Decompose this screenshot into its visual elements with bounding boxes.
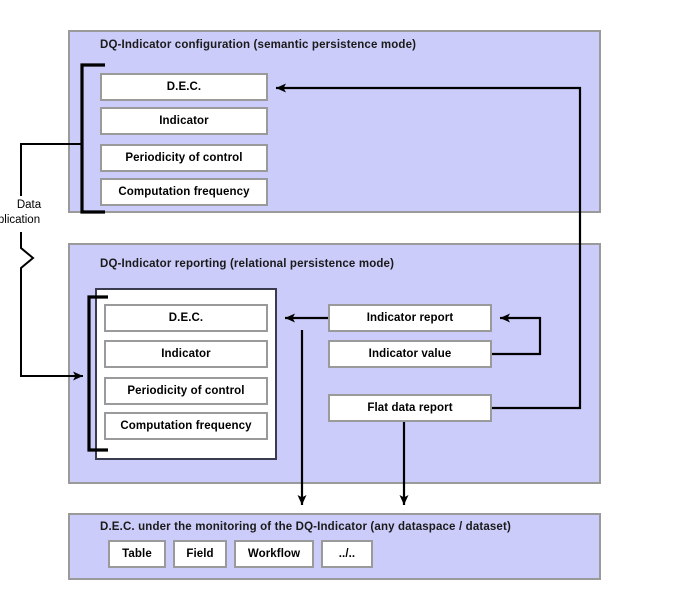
monitoring-node-table[interactable]: Table (108, 540, 166, 568)
monitoring-node-other[interactable]: ../.. (321, 540, 373, 568)
reporting-node-periodicity[interactable]: Periodicity of control (104, 377, 268, 405)
panel-monitoring-title: D.E.C. under the monitoring of the DQ-In… (100, 521, 511, 533)
config-node-periodicity[interactable]: Periodicity of control (100, 144, 268, 172)
reporting-node-dec[interactable]: D.E.C. (104, 304, 268, 332)
panel-reporting-title: DQ-Indicator reporting (relational persi… (100, 258, 395, 270)
data-duplication-label-line2: plication (0, 214, 41, 226)
data-duplication-label-line1: Data (16, 199, 42, 211)
reporting-node-flat-data-report[interactable]: Flat data report (328, 394, 492, 422)
config-node-computation-frequency[interactable]: Computation frequency (100, 178, 268, 206)
config-node-dec[interactable]: D.E.C. (100, 73, 268, 101)
monitoring-node-field[interactable]: Field (173, 540, 227, 568)
reporting-node-computation-frequency[interactable]: Computation frequency (104, 412, 268, 440)
reporting-node-indicator-report[interactable]: Indicator report (328, 304, 492, 332)
panel-configuration-title: DQ-Indicator configuration (semantic per… (100, 39, 417, 51)
config-node-indicator[interactable]: Indicator (100, 107, 268, 135)
reporting-node-indicator-value[interactable]: Indicator value (328, 340, 492, 368)
monitoring-node-workflow[interactable]: Workflow (234, 540, 314, 568)
reporting-node-indicator[interactable]: Indicator (104, 340, 268, 368)
